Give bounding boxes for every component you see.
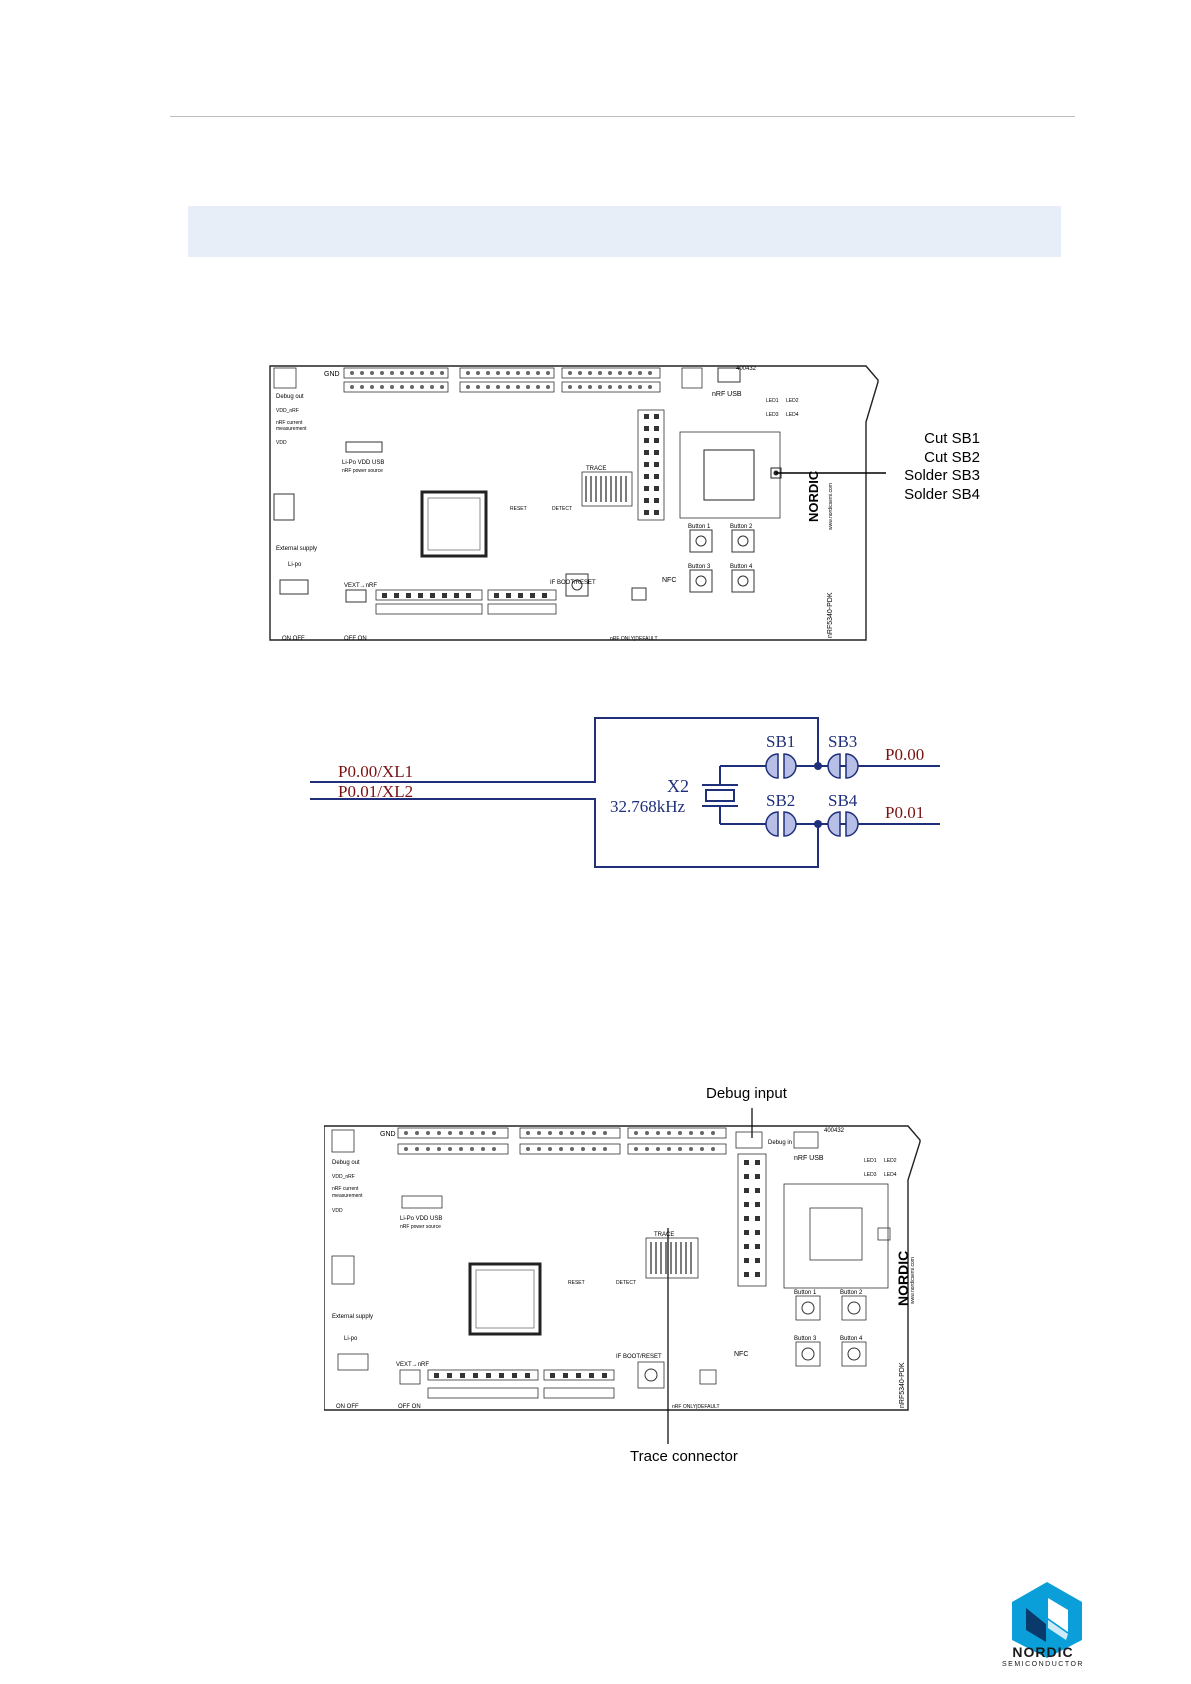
- board-lipo-vdd-usb-label: Li-Po VDD USB: [342, 460, 384, 466]
- board-off-on-label: OFF ON: [344, 636, 367, 642]
- schematic-drawing: P0.00/XL1 P0.01/XL2 X2 32.768kHz SB1 SB2…: [310, 717, 940, 868]
- board2-reset-label: RESET: [568, 1280, 585, 1286]
- callout-cut-sb1: Cut SB1: [924, 430, 980, 447]
- board2-nrf-power-source-label: nRF power source: [400, 1224, 441, 1230]
- board2-external-supply-label: External supply: [332, 1314, 373, 1320]
- board-nrf-power-source-label: nRF power source: [342, 468, 383, 474]
- note-box: [188, 206, 1061, 257]
- board-figure-2: GND nRF USB Debug in Debug out VDD_nRF n…: [323, 1108, 924, 1453]
- nordic-logo-icon: [1012, 1582, 1082, 1658]
- board-brand-label: NORDIC: [806, 470, 821, 522]
- board2-led3-label: LED3: [864, 1172, 877, 1178]
- schematic-label-xl2: P0.01/XL2: [338, 782, 413, 801]
- board-reset-label: RESET: [510, 506, 527, 512]
- schematic-p000: P0.00: [885, 745, 924, 764]
- board2-gnd-label: GND: [380, 1131, 396, 1138]
- board-led1-label: LED1: [766, 398, 779, 404]
- header-rule: [170, 116, 1075, 117]
- board2-lipo-label: Li-po: [344, 1336, 358, 1342]
- board-if-boot-reset-label: IF BOOT/RESET: [550, 580, 596, 586]
- schematic-figure: P0.00/XL1 P0.01/XL2 X2 32.768kHz SB1 SB2…: [300, 710, 950, 895]
- board-figure-1: GND nRF USB Debug out VDD_nRF nRF curren…: [266, 362, 886, 652]
- logo-subtext: SEMICONDUCTOR: [1002, 1661, 1084, 1668]
- board-trace-label: TRACE: [586, 466, 606, 472]
- schematic-sb2: SB2: [766, 791, 795, 810]
- schematic-p001: P0.01: [885, 803, 924, 822]
- board-nrf-usb-label: nRF USB: [712, 391, 742, 398]
- board-led4-label: LED4: [786, 412, 799, 418]
- board-drawing-2: GND nRF USB Debug in Debug out VDD_nRF n…: [323, 1108, 921, 1444]
- board2-button2-label: Button 2: [840, 1290, 863, 1296]
- callout-cut-sb2: Cut SB2: [924, 449, 980, 466]
- callout-debug-input: Debug input: [706, 1085, 787, 1102]
- board-led2-label: LED2: [786, 398, 799, 404]
- board-drawing-1: GND nRF USB Debug out VDD_nRF nRF curren…: [269, 365, 886, 642]
- board2-nrf-usb-label: nRF USB: [794, 1155, 824, 1162]
- board2-nfc-label: NFC: [734, 1351, 748, 1358]
- board2-debug-in-label: Debug in: [768, 1140, 792, 1146]
- callout-trace-connector: Trace connector: [630, 1448, 738, 1465]
- board-vext-nrf-label: VEXT→nRF: [344, 583, 377, 589]
- board-website-label: www.nordicsemi.com: [828, 483, 834, 530]
- board2-model-label: nRF5340-PDK: [899, 1362, 906, 1408]
- board2-led2-label: LED2: [884, 1158, 897, 1164]
- board2-button1-label: Button 1: [794, 1290, 817, 1296]
- callout-solder-sb4: Solder SB4: [904, 486, 980, 503]
- board-external-supply-label: External supply: [276, 546, 317, 552]
- board2-nrf-only-default-label: nRF ONLY|DEFAULT: [672, 1404, 720, 1410]
- board-vdd-nrf-label: VDD_nRF: [276, 408, 299, 414]
- board2-measurement-label: measurement: [332, 1193, 363, 1199]
- board2-brand-label: NORDIC: [895, 1251, 911, 1306]
- board-measurement-label: measurement: [276, 426, 307, 432]
- board2-website-label: www.nordicsemi.com: [910, 1257, 916, 1304]
- board2-lipo-vdd-usb-label: Li-Po VDD USB: [400, 1216, 442, 1222]
- board-on-off-label: ON OFF: [282, 636, 305, 642]
- board2-detect-label: DETECT: [616, 1280, 636, 1286]
- board-button2-label: Button 2: [730, 524, 753, 530]
- callout-solder-sb3: Solder SB3: [904, 467, 980, 484]
- board-gnd-label: GND: [324, 371, 340, 378]
- board-model-label: nRF5340-PDK: [827, 592, 834, 638]
- board2-if-boot-reset-label: IF BOOT/RESET: [616, 1354, 662, 1360]
- board-nfc-label: NFC: [662, 577, 676, 584]
- board-nrf-only-default-label: nRF ONLY|DEFAULT: [610, 636, 658, 642]
- board-debug-out-label: Debug out: [276, 394, 304, 400]
- board-button3-label: Button 3: [688, 564, 711, 570]
- board2-vdd-nrf-label: VDD_nRF: [332, 1174, 355, 1180]
- board-button4-label: Button 4: [730, 564, 753, 570]
- board2-led4-label: LED4: [884, 1172, 897, 1178]
- board2-off-on-label: OFF ON: [398, 1404, 421, 1410]
- schematic-crystal-ref: X2: [667, 776, 689, 796]
- board2-vext-nrf-label: VEXT→nRF: [396, 1362, 429, 1368]
- board-nrf-current-label: nRF current: [276, 420, 303, 426]
- schematic-sb1: SB1: [766, 732, 795, 751]
- board2-debug-out-label: Debug out: [332, 1160, 360, 1166]
- board2-vdd-label: VDD: [332, 1208, 343, 1214]
- board-led3-label: LED3: [766, 412, 779, 418]
- schematic-sb3: SB3: [828, 732, 857, 751]
- board2-on-off-label: ON OFF: [336, 1404, 359, 1410]
- board-button1-label: Button 1: [688, 524, 711, 530]
- board2-trace-label: TRACE: [654, 1232, 674, 1238]
- board2-id-label: 400432: [824, 1128, 845, 1134]
- board-id-label: 400432: [736, 366, 757, 372]
- logo-text: NORDIC: [1012, 1644, 1074, 1660]
- board2-nrf-current-label: nRF current: [332, 1186, 359, 1192]
- schematic-crystal-freq: 32.768kHz: [610, 797, 686, 816]
- board2-led1-label: LED1: [864, 1158, 877, 1164]
- board2-button4-label: Button 4: [840, 1336, 863, 1342]
- board2-button3-label: Button 3: [794, 1336, 817, 1342]
- board-vdd-label: VDD: [276, 440, 287, 446]
- schematic-label-xl1: P0.00/XL1: [338, 762, 413, 781]
- board-lipo-label: Li-po: [288, 562, 302, 568]
- board-detect-label: DETECT: [552, 506, 572, 512]
- schematic-sb4: SB4: [828, 791, 858, 810]
